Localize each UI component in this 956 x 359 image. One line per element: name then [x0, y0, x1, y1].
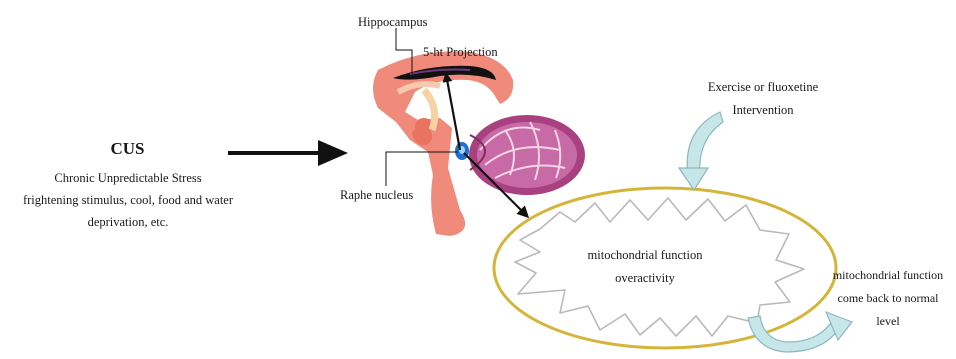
mitochondria-label: mitochondrial function overactivity	[545, 244, 745, 290]
cus-line: deprivation, etc.	[0, 212, 256, 234]
cus-title: CUS	[40, 136, 215, 162]
raphe-label: Raphe nucleus	[340, 186, 413, 205]
mitochondria-line: overactivity	[545, 267, 745, 290]
recovery-line: level	[818, 310, 956, 333]
cus-to-brain-arrow	[228, 140, 348, 166]
intervention-line: Intervention	[683, 99, 843, 122]
cus-line: Chronic Unpredictable Stress	[0, 168, 256, 190]
intervention-line: Exercise or fluoxetine	[683, 76, 843, 99]
cus-line: frightening stimulus, cool, food and wat…	[0, 190, 256, 212]
recovery-label: mitochondrial function come back to norm…	[818, 264, 956, 332]
projection-label: 5-ht Projection	[423, 43, 498, 62]
cus-description: Chronic Unpredictable Stress frightening…	[0, 168, 256, 234]
cerebellum	[469, 115, 585, 195]
recovery-line: come back to normal	[818, 287, 956, 310]
mitochondria-line: mitochondrial function	[545, 244, 745, 267]
recovery-line: mitochondrial function	[818, 264, 956, 287]
intervention-label: Exercise or fluoxetine Intervention	[683, 76, 843, 122]
intervention-curved-arrow	[679, 112, 723, 190]
hippocampus-label: Hippocampus	[358, 13, 427, 32]
